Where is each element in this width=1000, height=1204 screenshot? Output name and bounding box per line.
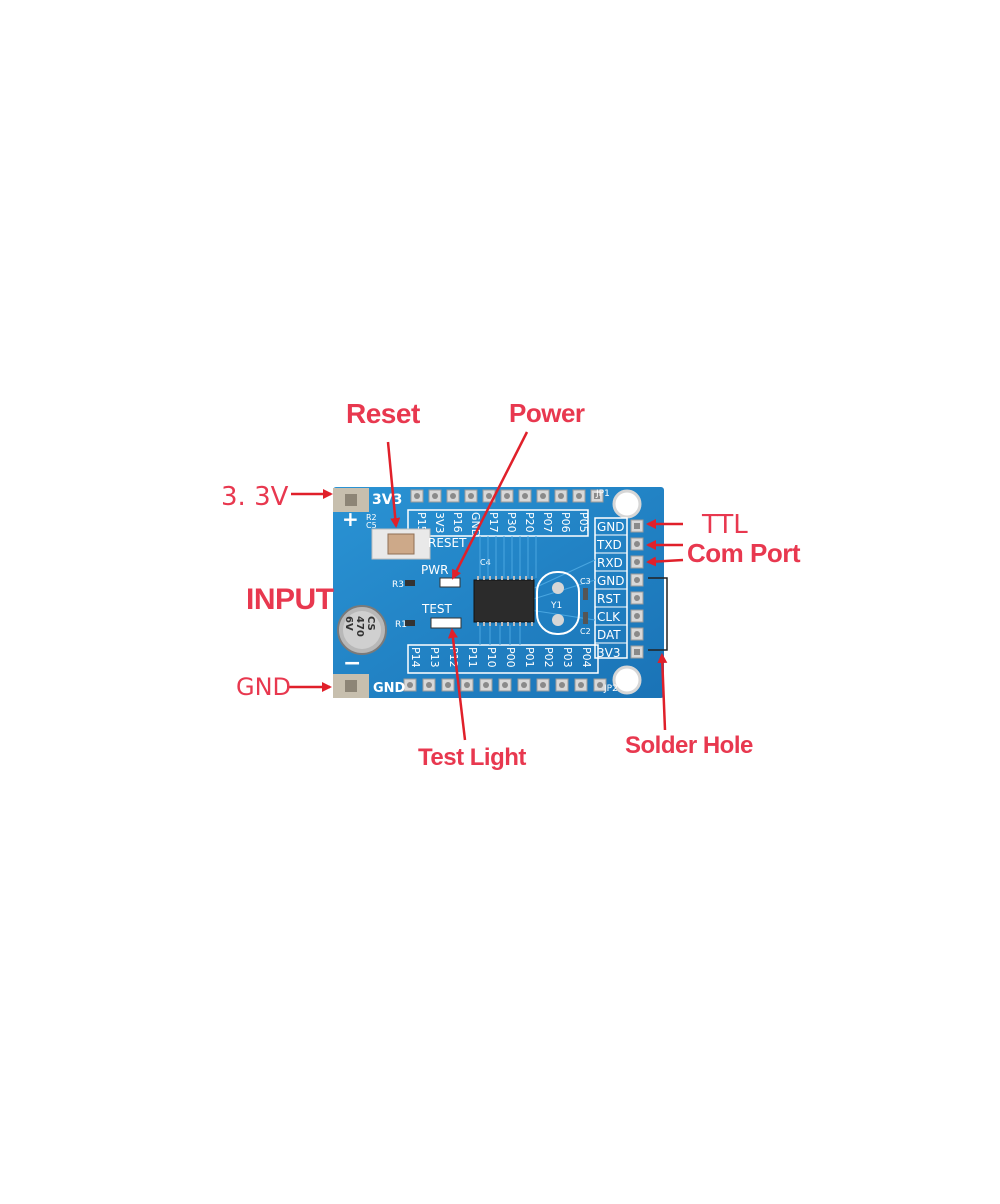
top-pin-label: GND <box>469 512 482 537</box>
right-pin-label: TXD <box>596 538 622 552</box>
svg-text:470: 470 <box>354 616 365 637</box>
bottom-pin-label: P03 <box>561 647 574 668</box>
callout-3v3: 3. 3V <box>221 482 289 512</box>
arrow-solder-hole <box>657 653 668 731</box>
svg-text:R1: R1 <box>395 620 407 630</box>
test-led <box>430 617 462 629</box>
svg-text:6V: 6V <box>343 616 354 631</box>
svg-text:CS: CS <box>365 616 376 631</box>
top-pin-header <box>410 489 604 503</box>
silk-pwr: PWR <box>421 563 448 577</box>
silk-y1: Y1 <box>550 601 562 611</box>
silk-jp1: JP1 <box>595 489 610 499</box>
svg-text:R2: R2 <box>366 513 377 522</box>
top-pin-label: P30 <box>505 512 518 533</box>
top-pin-label: P20 <box>523 512 536 533</box>
bottom-pin-label: P13 <box>428 647 441 668</box>
silk-jp2: JP2 <box>603 684 618 694</box>
pcb-traces <box>479 536 596 645</box>
minus-sign: − <box>343 651 361 676</box>
pwr-led <box>439 577 461 588</box>
mounting-hole <box>612 489 642 519</box>
right-pin-label: GND <box>597 574 625 588</box>
plus-sign: + <box>342 507 359 531</box>
callout-power: Power <box>509 398 585 428</box>
arrow-test-light <box>447 628 467 741</box>
callout-com-port: Com Port <box>687 538 801 568</box>
right-pin-label: DAT <box>597 628 621 642</box>
bottom-pin-label: P11 <box>466 647 479 668</box>
top-pin-label: P06 <box>559 512 572 533</box>
svg-text:C3: C3 <box>580 577 591 586</box>
top-pin-label: P17 <box>487 512 500 533</box>
right-pin-label: CLK <box>597 610 621 624</box>
arrow-power <box>451 431 529 580</box>
svg-text:C4: C4 <box>480 558 491 567</box>
top-pin-label: P16 <box>451 512 464 533</box>
callout-ttl: TTL <box>702 510 748 540</box>
right-pin-label: RXD <box>597 556 623 570</box>
bottom-pin-label: P04 <box>580 647 593 668</box>
solder-hole-bracket <box>648 577 668 651</box>
top-pin-label: P15 <box>415 512 428 533</box>
right-pin-label: 3V3 <box>597 646 620 660</box>
bottom-pin-label: P02 <box>542 647 555 668</box>
right-pin-header <box>630 519 644 659</box>
top-pin-label: P07 <box>541 512 554 533</box>
callout-test-light: Test Light <box>418 744 526 771</box>
callout-arrows <box>287 431 684 741</box>
top-pin-label: P05 <box>577 512 590 533</box>
bottom-pin-header <box>403 678 607 692</box>
silk-3v3: 3V3 <box>372 492 402 508</box>
bottom-pin-label: P01 <box>523 647 536 668</box>
crystal-outline <box>536 571 580 635</box>
reset-button-cap <box>387 533 415 555</box>
silk-reset: RESET <box>428 536 467 550</box>
arrow-reset <box>386 441 401 528</box>
silk-gnd: GND <box>373 681 406 696</box>
right-pin-label: GND <box>597 520 625 534</box>
callout-reset: Reset <box>346 398 420 429</box>
callout-gnd: GND <box>236 673 292 701</box>
bottom-pin-label: P10 <box>485 647 498 668</box>
main-ic <box>473 579 535 623</box>
silk-test: TEST <box>421 602 453 616</box>
crystal-pin <box>552 614 564 626</box>
mounting-hole <box>612 665 642 695</box>
svg-text:R3: R3 <box>392 580 404 590</box>
crystal-pin <box>552 582 564 594</box>
top-pin-label: 3V3 <box>433 512 446 534</box>
arrow-rxd <box>646 556 684 567</box>
svg-text:C5: C5 <box>366 521 377 530</box>
callout-solder-hole: Solder Hole <box>625 732 753 759</box>
callout-input: INPUT <box>246 583 334 616</box>
right-pin-label: RST <box>597 592 621 606</box>
bottom-pin-label: P14 <box>409 647 422 668</box>
bottom-pin-label: P00 <box>504 647 517 668</box>
svg-text:C2: C2 <box>580 627 591 636</box>
